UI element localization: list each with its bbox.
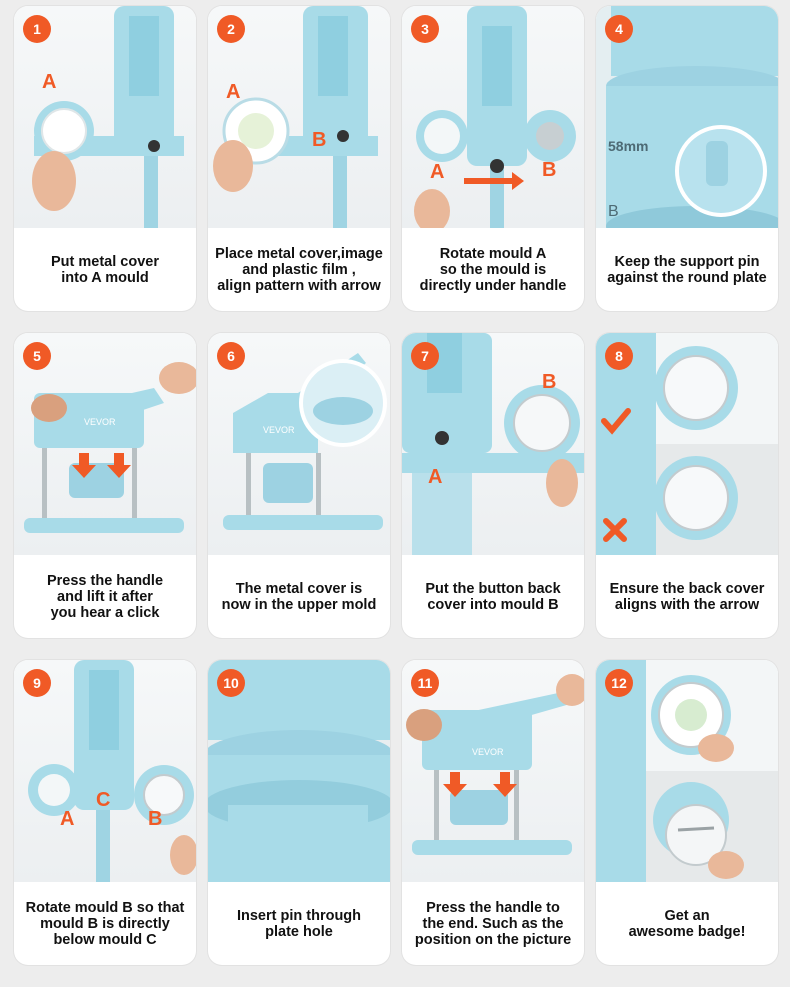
mould-b-label: B (312, 129, 326, 151)
step-caption: Press the handle to the end. Such as the… (414, 899, 572, 948)
step-photo-6: VEVOR (208, 333, 390, 555)
step-number-badge: 10 (217, 669, 245, 697)
step-number-badge: 2 (217, 15, 245, 43)
mould-a-label: A (428, 466, 442, 488)
step-photo-3: A B (402, 6, 584, 228)
brand-logo-text: VEVOR (84, 417, 116, 427)
step-number-badge: 1 (23, 15, 51, 43)
mould-a-label: A (430, 161, 444, 183)
steps-row-2: VEVOR 5 Press the handle and lift it aft… (14, 333, 786, 638)
steps-row-3: A C B 9 Rotate mould B so that mould B i… (14, 660, 786, 965)
step-illustration-1: A (32, 6, 184, 228)
step-number-badge: 4 (605, 15, 633, 43)
step-illustration-2: A B (213, 6, 378, 228)
step-number-badge: 7 (411, 342, 439, 370)
brand-logo-text: VEVOR (263, 425, 295, 435)
step-card-8: 8 Ensure the back cover aligns with the … (596, 333, 778, 638)
brand-logo-text: VEVOR (472, 747, 504, 757)
step-card-10: 10 Insert pin through plate hole (208, 660, 390, 965)
step-illustration-6: VEVOR (223, 353, 387, 530)
step-card-7: A B 7 Put the button back cover into mou… (402, 333, 584, 638)
mould-a-label: A (226, 81, 240, 103)
step-illustration-10 (208, 660, 390, 882)
step-number-badge: 3 (411, 15, 439, 43)
step-caption: The metal cover is now in the upper mold (221, 580, 377, 613)
step-illustration-5: VEVOR (24, 362, 196, 533)
step-card-6: VEVOR 6 The metal cover is now in the up… (208, 333, 390, 638)
step-number-badge: 8 (605, 342, 633, 370)
mould-b-label: B (542, 371, 556, 393)
step-photo-2: A B (208, 6, 390, 228)
mould-b-label: B (608, 203, 619, 220)
step-card-11: VEVOR 11 Press the handle to the end. Su… (402, 660, 584, 965)
step-photo-4: 58mm B (596, 6, 778, 228)
step-number-badge: 12 (605, 669, 633, 697)
mould-c-label: C (96, 789, 110, 811)
step-caption: Place metal cover,image and plastic film… (215, 245, 383, 294)
step-photo-5: VEVOR (14, 333, 196, 555)
steps-row-1: A 1 Put metal cover into A mould A B (14, 6, 786, 311)
step-number-badge: 11 (411, 669, 439, 697)
step-card-3: A B 3 Rotate mould A so the mould is dir… (402, 6, 584, 311)
step-card-12: 12 Get an awesome badge! (596, 660, 778, 965)
step-number-badge: 5 (23, 342, 51, 370)
step-photo-9: A C B (14, 660, 196, 882)
step-caption: Ensure the back cover aligns with the ar… (609, 580, 765, 613)
mould-a-label: A (60, 808, 74, 830)
step-number-badge: 6 (217, 342, 245, 370)
check-icon (601, 408, 631, 435)
mould-b-label: B (148, 808, 162, 830)
step-caption: Rotate mould A so the mould is directly … (419, 245, 567, 294)
mould-size-label: 58mm (608, 138, 648, 154)
step-caption: Put metal cover into A mould (51, 253, 159, 286)
step-caption: Get an awesome badge! (628, 907, 746, 940)
step-caption: Insert pin through plate hole (236, 907, 362, 940)
step-illustration-9: A C B (28, 660, 196, 882)
step-caption: Keep the support pin against the round p… (607, 253, 767, 286)
step-caption: Put the button back cover into mould B (425, 580, 561, 613)
step-number-badge: 9 (23, 669, 51, 697)
step-illustration-3: A B (414, 6, 576, 228)
step-caption: Rotate mould B so that mould B is direct… (25, 899, 185, 948)
step-caption: Press the handle and lift it after you h… (46, 572, 164, 621)
step-photo-12 (596, 660, 778, 882)
step-photo-1: A (14, 6, 196, 228)
mould-a-label: A (42, 71, 56, 93)
step-card-4: 58mm B 4 Keep the support pin against th… (596, 6, 778, 311)
step-illustration-12 (596, 660, 778, 882)
step-card-5: VEVOR 5 Press the handle and lift it aft… (14, 333, 196, 638)
step-photo-11: VEVOR (402, 660, 584, 882)
step-photo-10 (208, 660, 390, 882)
cross-icon (603, 518, 627, 542)
mould-b-label: B (542, 159, 556, 181)
step-card-1: A 1 Put metal cover into A mould (14, 6, 196, 311)
step-illustration-4: 58mm B (596, 6, 778, 228)
steps-grid: A 1 Put metal cover into A mould A B (14, 6, 786, 987)
step-photo-7: A B (402, 333, 584, 555)
step-illustration-11: VEVOR (406, 674, 584, 855)
step-card-9: A C B 9 Rotate mould B so that mould B i… (14, 660, 196, 965)
step-card-2: A B 2 Place metal cover,image and plasti… (208, 6, 390, 311)
